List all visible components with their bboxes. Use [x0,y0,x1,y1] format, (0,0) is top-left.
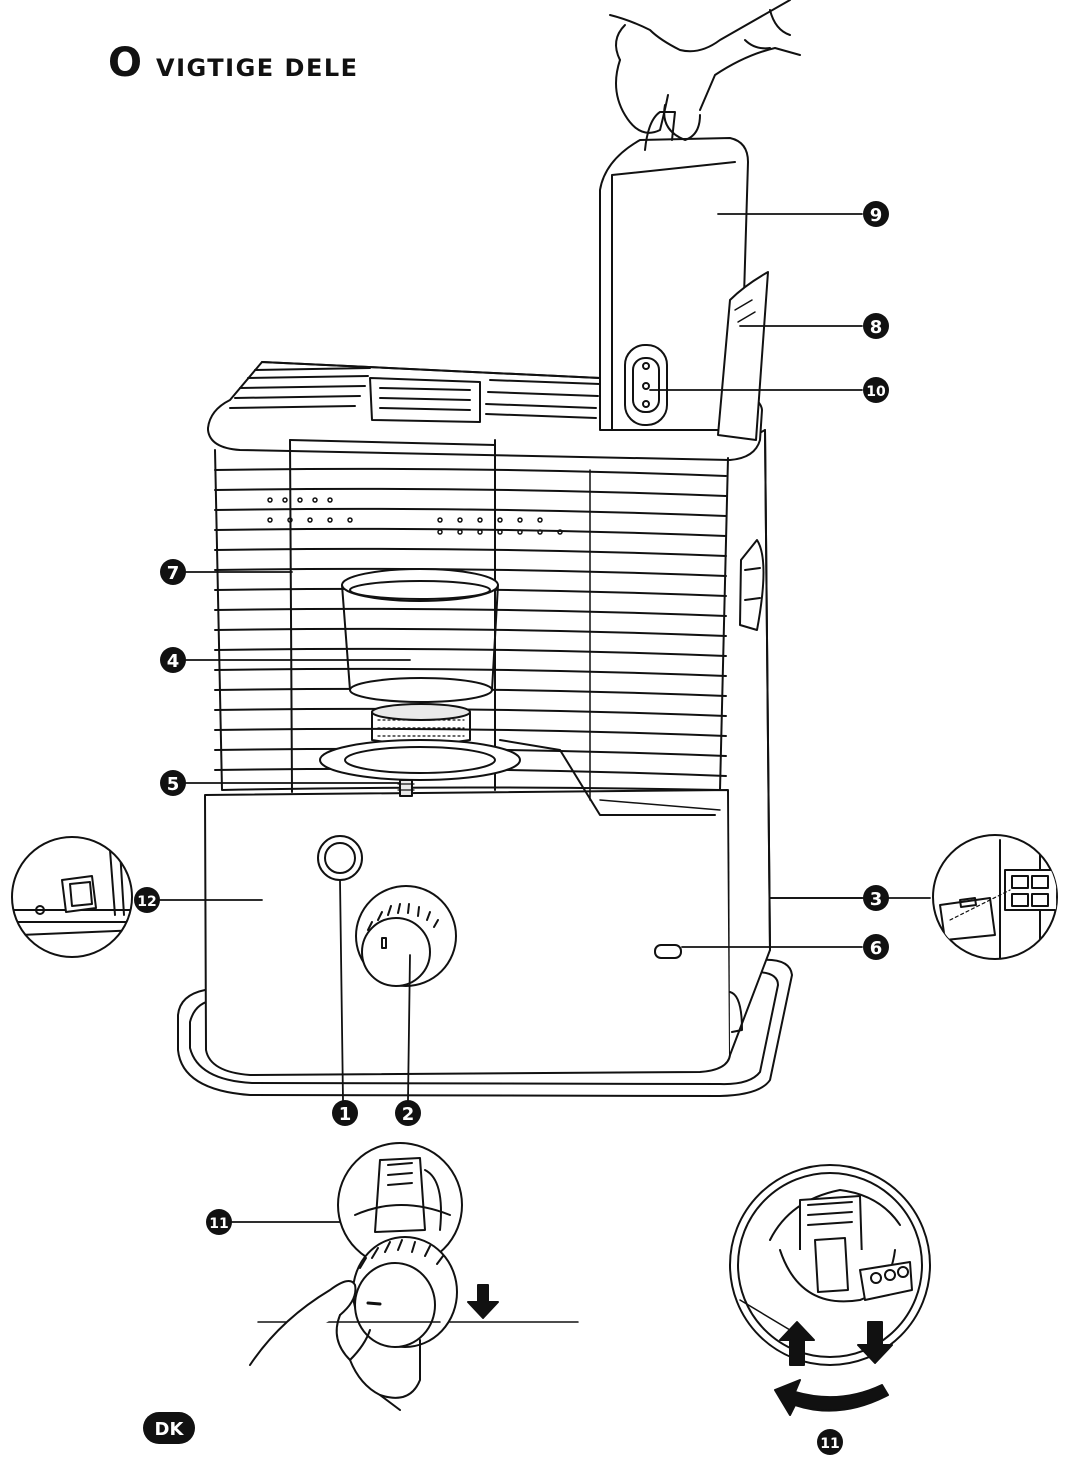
fuel-tank [599,0,801,431]
section-heading: O VIGTIGE DELE [108,40,359,86]
callout-8: 8 [863,313,889,339]
leader-lines [159,213,931,1223]
callout-2: 2 [395,1100,421,1126]
callout-4: 4 [160,647,186,673]
callout-6: 6 [863,934,889,960]
svg-text:6: 6 [870,938,883,959]
fuel-card [717,271,769,441]
callout-11: 11 [206,1209,232,1235]
callout-1: 1 [332,1100,358,1126]
svg-text:8: 8 [870,317,883,338]
svg-text:DK: DK [155,1419,185,1440]
section-symbol: O [108,40,143,86]
svg-text:2: 2 [402,1104,415,1125]
detail-wick-adjuster [729,1164,931,1416]
svg-text:9: 9 [870,205,883,226]
heater-body [177,361,793,1097]
callout-12: 12 [134,887,160,913]
callout-11-lower: 11 [817,1429,843,1455]
svg-text:5: 5 [167,774,180,795]
svg-text:12: 12 [137,894,156,910]
callout-badges: 9 8 10 7 4 5 1 [134,201,889,1455]
callout-7: 7 [160,559,186,585]
language-badge: DK [143,1412,195,1444]
svg-text:11: 11 [209,1216,228,1232]
svg-text:10: 10 [866,384,886,400]
callout-3: 3 [863,885,889,911]
section-title: VIGTIGE DELE [156,54,359,82]
svg-text:3: 3 [870,889,883,910]
svg-text:1: 1 [339,1104,352,1125]
callout-10: 10 [863,377,889,403]
svg-text:11: 11 [820,1436,839,1452]
detail-wick-knob-removal [249,1142,579,1411]
detail-circle-right [932,834,1058,960]
callout-9: 9 [863,201,889,227]
svg-text:4: 4 [167,651,180,672]
callout-5: 5 [160,770,186,796]
detail-circle-left [11,836,133,958]
svg-text:7: 7 [167,563,180,584]
